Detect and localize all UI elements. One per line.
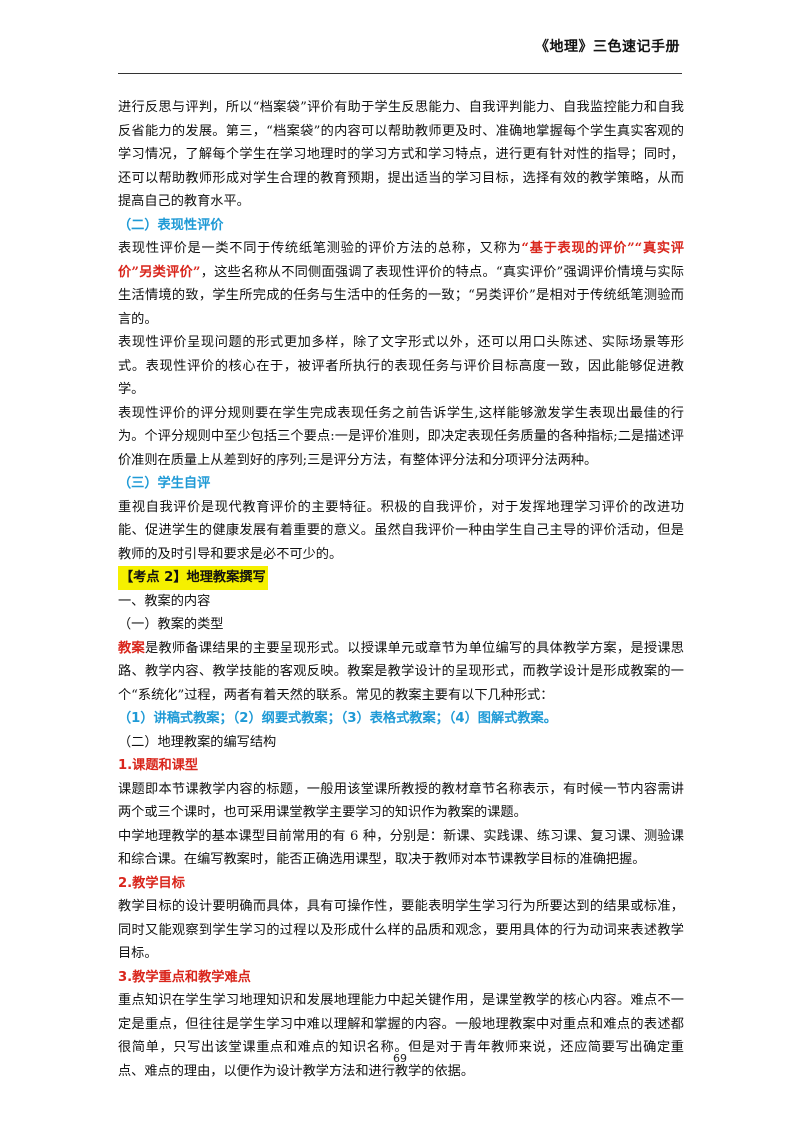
section-heading-self-evaluation: （三）学生自评	[118, 476, 211, 491]
page-number: 69	[393, 1052, 407, 1065]
subheading: 一、教案的内容	[118, 593, 211, 609]
paragraph: 重视自我评价是现代教育评价的主要特征。积极的自我评价，对于发挥地理学习评价的改进…	[118, 499, 684, 562]
text-run: 是教师备课结果的主要呈现形式。以授课单元或章节为单位编写的具体教学方案，是授课思…	[118, 640, 684, 703]
subheading: （一）教案的类型	[118, 617, 224, 632]
lesson-plan-types: （1）讲稿式教案；（2）纲要式教案；（3）表格式教案；（4）图解式教案。	[118, 711, 557, 726]
heading-key-and-difficult-points: 3.教学重点和教学难点	[118, 969, 251, 985]
paragraph: 课题即本节课教学内容的标题，一般用该堂课所教授的教材章节名称表示，有时候一节内容…	[118, 781, 684, 821]
heading-topic-and-type: 1.课题和课型	[118, 758, 199, 773]
kaodian-heading: 【考点 2】地理教案撰写	[118, 566, 268, 590]
kaodian-line: 【考点 2】地理教案撰写	[118, 566, 684, 590]
text-run: ，这些名称从不同侧面强调了表现性评价的特点。“真实评价”强调评价情境与实际生活情…	[118, 264, 684, 327]
highlight-red-text: “基于表现的评价”“真实评价”另类评价”	[118, 241, 684, 280]
paragraph: 重点知识在学生学习地理知识和发展地理能力中起关键作用，是课堂教学的核心内容。难点…	[118, 993, 684, 1079]
heading-teaching-objectives: 2.教学目标	[118, 875, 185, 891]
paragraph: 进行反思与评判，所以“档案袋”评价有助于学生反思能力、自我评判能力、自我监控能力…	[118, 100, 684, 209]
document-body: 进行反思与评判，所以“档案袋”评价有助于学生反思能力、自我评判能力、自我监控能力…	[118, 96, 684, 1083]
section-heading-performance-evaluation: （二）表现性评价	[118, 217, 224, 233]
paragraph: 表现性评价的评分规则要在学生完成表现任务之前告诉学生,这样能够激发学生表现出最佳…	[118, 405, 684, 468]
paragraph: 表现性评价呈现问题的形式更加多样，除了文字形式以外，还可以用口头陈述、实际场景等…	[118, 335, 684, 397]
highlight-red-text: 教案	[118, 640, 145, 656]
header-divider	[118, 73, 682, 74]
paragraph: 教案是教师备课结果的主要呈现形式。以授课单元或章节为单位编写的具体教学方案，是授…	[118, 637, 684, 708]
text-run: 表现性评价是一类不同于传统纸笔测验的评价方法的总称，又称为	[118, 241, 522, 256]
paragraph: 教学目标的设计要明确而具体，具有可操作性，要能表明学生学习行为所要达到的结果或标…	[118, 899, 684, 961]
header-title: 《地理》三色速记手册	[535, 39, 680, 55]
paragraph: 中学地理教学的基本课型目前常用的有 6 种，分别是：新课、实践课、练习课、复习课…	[118, 828, 684, 868]
subheading: （二）地理教案的编写结构	[118, 734, 277, 750]
paragraph: 表现性评价是一类不同于传统纸笔测验的评价方法的总称，又称为“基于表现的评价”“真…	[118, 237, 684, 331]
